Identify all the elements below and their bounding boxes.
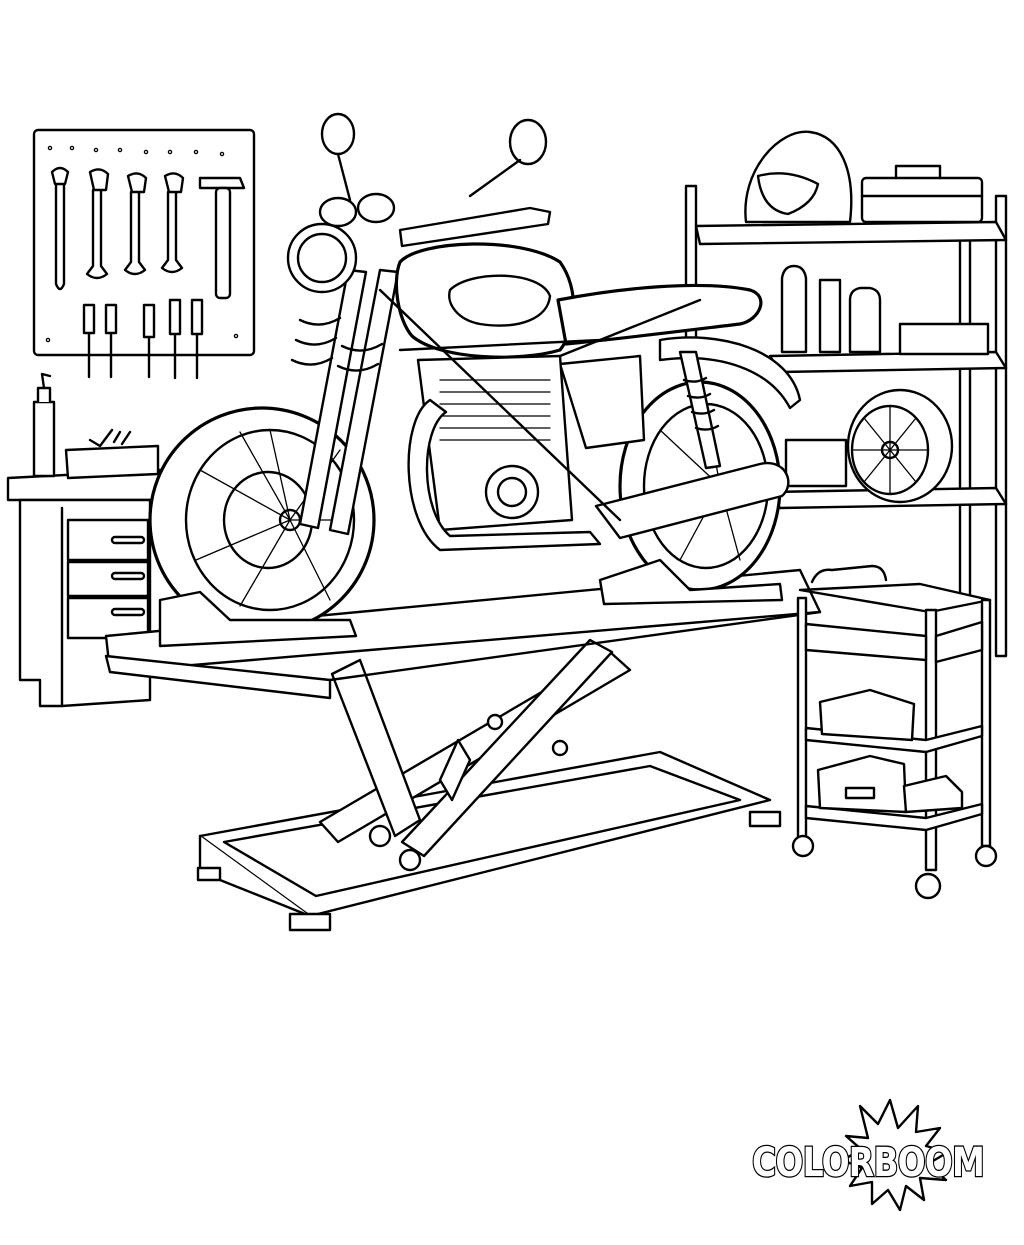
spare-wheel-icon — [846, 388, 954, 504]
storage-box-icon — [784, 438, 848, 488]
screwdriver-icon — [82, 298, 204, 380]
oil-bottles-icon — [780, 264, 990, 356]
colorboom-logo: COLORBOOM — [751, 1098, 986, 1212]
tool-tray-icon — [64, 428, 160, 480]
scissor-arms — [318, 638, 632, 872]
lift-base — [196, 750, 782, 932]
motorcycle — [148, 112, 802, 648]
logo-wordmark: COLORBOOM — [752, 1140, 984, 1186]
toolbox-icon — [860, 164, 984, 224]
oil-can-icon — [32, 372, 56, 478]
hammer-icon — [198, 176, 246, 300]
helmet-icon — [744, 130, 853, 224]
wrench-icon — [50, 166, 185, 291]
tool-cart — [791, 564, 998, 900]
